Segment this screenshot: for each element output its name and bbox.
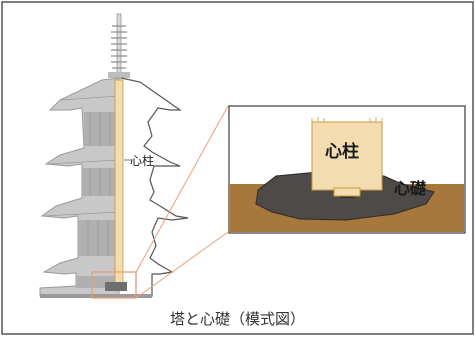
pagoda-pillar-label: 心柱: [130, 154, 155, 168]
inset-detail: [228, 105, 466, 234]
inset-stone-label: 心礎: [394, 179, 427, 198]
pagoda-illustration: [39, 13, 189, 298]
diagram-caption: 塔と心礎（模式図）: [169, 310, 305, 328]
inset-pillar-tenon: [333, 187, 361, 197]
pagoda-spire: [108, 13, 130, 85]
pagoda-right-outline: [120, 77, 189, 297]
central-pillar: [114, 79, 124, 287]
callout-line-top: [135, 105, 229, 273]
inset-pillar-label: 心柱: [325, 142, 359, 162]
inset-pillar: [311, 121, 383, 191]
foundation-stone-small: [105, 282, 127, 291]
pagoda-base: [40, 294, 152, 298]
callout-line-bottom: [135, 231, 229, 299]
foundation-highlight-box: [91, 271, 137, 299]
inset-pillar-edge-ticks: [311, 117, 383, 122]
